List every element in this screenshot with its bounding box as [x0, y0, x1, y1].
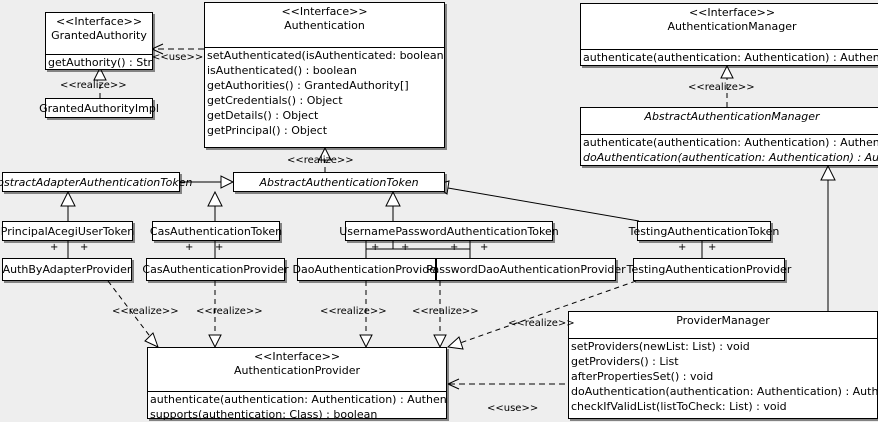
- operation: setAuthenticated(isAuthenticated: boolea…: [207, 49, 444, 62]
- association-plus: +: [450, 242, 459, 253]
- operation: getPrincipal() : Object: [207, 124, 328, 137]
- class-username-password-authentication-token[interactable]: UsernamePasswordAuthenticationToken: [339, 221, 559, 241]
- class-testing-authentication-token[interactable]: TestingAuthenticationToken: [629, 221, 779, 241]
- operations-compartment: setProviders(newList: List) : void getPr…: [569, 339, 877, 414]
- class-name: AuthenticationManager: [667, 20, 797, 33]
- association-plus: +: [708, 242, 717, 253]
- edge-label-realize-dao-authentication-provider: <<realize>>: [320, 306, 387, 317]
- class-name: AuthenticationProvider: [233, 364, 361, 377]
- association-plus: +: [678, 242, 687, 253]
- class-name: UsernamePasswordAuthenticationToken: [339, 224, 559, 238]
- class-name: GrantedAuthorityImpl: [39, 101, 159, 115]
- edge-label-realize-auth-by-adapter-provider: <<realize>>: [112, 306, 179, 317]
- class-abstract-authentication-manager[interactable]: AbstractAuthenticationManager authentica…: [580, 107, 878, 166]
- association-plus: +: [215, 242, 224, 253]
- operations-compartment: getAuthority() : String: [46, 55, 152, 70]
- operation: authenticate(authentication: Authenticat…: [150, 393, 446, 406]
- edge-label-realize-cas-authentication-provider: <<realize>>: [196, 306, 263, 317]
- stereotype-label: <<Interface>>: [55, 15, 143, 28]
- association-plus: +: [371, 242, 380, 253]
- class-name: PrincipalAcegiUserToken: [0, 224, 135, 238]
- class-authentication-manager[interactable]: <<Interface>> AuthenticationManager auth…: [580, 3, 878, 66]
- class-name: AbstractAuthenticationToken: [259, 175, 419, 189]
- class-name: Authentication: [284, 19, 365, 32]
- association-plus: +: [80, 242, 89, 253]
- edge-label-use-provider-manager: <<use>>: [487, 403, 539, 414]
- class-name: GrantedAuthority: [51, 29, 147, 42]
- class-provider-manager[interactable]: ProviderManager setProviders(newList: Li…: [568, 311, 878, 419]
- operation: getProviders() : List: [571, 355, 679, 368]
- class-header: ProviderManager: [569, 312, 877, 339]
- edge-label-realize-granted-authority-impl: <<realize>>: [60, 80, 127, 91]
- class-cas-authentication-provider[interactable]: CasAuthenticationProvider: [142, 258, 289, 281]
- class-name: CasAuthenticationProvider: [142, 263, 289, 276]
- class-header: AbstractAuthenticationManager: [581, 108, 878, 135]
- association-plus: +: [50, 242, 59, 253]
- class-name: TestingAuthenticationProvider: [626, 263, 792, 276]
- operation: doAuthentication(authentication: Authent…: [571, 385, 877, 398]
- class-principal-acegi-user-token[interactable]: PrincipalAcegiUserToken: [0, 221, 135, 241]
- operation: checkIfValidList(listToCheck: List) : vo…: [571, 400, 787, 413]
- stereotype-label: <<Interface>>: [253, 350, 341, 363]
- association-plus: +: [185, 242, 194, 253]
- stereotype-label: <<Interface>>: [688, 6, 776, 19]
- operation: afterPropertiesSet() : void: [571, 370, 714, 383]
- operation: isAuthenticated() : boolean: [207, 64, 357, 77]
- edge-label-realize-password-dao-provider: <<realize>>: [412, 306, 479, 317]
- class-testing-authentication-provider[interactable]: TestingAuthenticationProvider: [627, 258, 791, 281]
- operations-compartment: authenticate(authentication: Authenticat…: [581, 50, 878, 65]
- operations-compartment: authenticate(authentication: Authenticat…: [148, 392, 446, 422]
- operation: setProviders(newList: List) : void: [571, 340, 750, 353]
- edge-label-use-authentication-grantedauthority: <<use>>: [152, 52, 204, 63]
- class-name: ProviderManager: [676, 314, 770, 327]
- association-plus: +: [480, 242, 489, 253]
- class-granted-authority-impl[interactable]: GrantedAuthorityImpl: [39, 98, 159, 118]
- operation: getAuthority() : String: [48, 56, 152, 69]
- class-name: DaoAuthenticationProvider: [292, 263, 441, 276]
- class-auth-by-adapter-provider[interactable]: AuthByAdapterProvider: [2, 258, 132, 281]
- operation: supports(authentication: Class) : boolea…: [150, 408, 378, 421]
- edge-label-realize-testing-authentication-provider: <<realize>>: [508, 318, 575, 329]
- class-header: <<Interface>> GrantedAuthority: [46, 13, 152, 55]
- stereotype-label: <<Interface>>: [281, 5, 368, 18]
- class-name: AbstractAdapterAuthenticationToken: [0, 175, 193, 189]
- class-dao-authentication-provider[interactable]: DaoAuthenticationProvider: [293, 258, 441, 281]
- class-name: CasAuthenticationToken: [149, 224, 283, 238]
- class-name: TestingAuthenticationToken: [628, 224, 780, 238]
- operations-compartment: authenticate(authentication: Authenticat…: [581, 135, 878, 165]
- class-name: PasswordDaoAuthenticationProvider: [426, 263, 626, 276]
- class-abstract-adapter-authentication-token[interactable]: AbstractAdapterAuthenticationToken: [0, 172, 192, 192]
- operation: getDetails() : Object: [207, 109, 319, 122]
- class-abstract-authentication-token[interactable]: AbstractAuthenticationToken: [233, 172, 445, 192]
- operation: getAuthorities() : GrantedAuthority[]: [207, 79, 409, 92]
- edge-label-realize-abstract-authentication-manager: <<realize>>: [688, 82, 755, 93]
- class-header: <<Interface>> Authentication: [205, 3, 444, 48]
- operation: authenticate(authentication: Authenticat…: [583, 136, 878, 149]
- operation: getCredentials() : Object: [207, 94, 343, 107]
- operation: authenticate(authentication: Authenticat…: [583, 51, 878, 64]
- class-authentication-provider[interactable]: <<Interface>> AuthenticationProvider aut…: [147, 347, 447, 422]
- edge-label-realize-abstract-authentication-token: <<realize>>: [287, 155, 354, 166]
- operation: doAuthentication(authentication: Authent…: [583, 151, 878, 164]
- class-header: <<Interface>> AuthenticationProvider: [148, 348, 446, 392]
- class-name: AbstractAuthenticationManager: [644, 110, 820, 123]
- class-cas-authentication-token[interactable]: CasAuthenticationToken: [149, 221, 283, 241]
- operations-compartment: setAuthenticated(isAuthenticated: boolea…: [205, 48, 444, 138]
- class-authentication[interactable]: <<Interface>> Authentication setAuthenti…: [204, 2, 445, 148]
- class-granted-authority[interactable]: <<Interface>> GrantedAuthority getAuthor…: [45, 12, 153, 70]
- class-password-dao-authentication-provider[interactable]: PasswordDaoAuthenticationProvider: [426, 258, 626, 281]
- class-name: AuthByAdapterProvider: [2, 263, 132, 276]
- association-plus: +: [401, 242, 410, 253]
- class-header: <<Interface>> AuthenticationManager: [581, 4, 878, 50]
